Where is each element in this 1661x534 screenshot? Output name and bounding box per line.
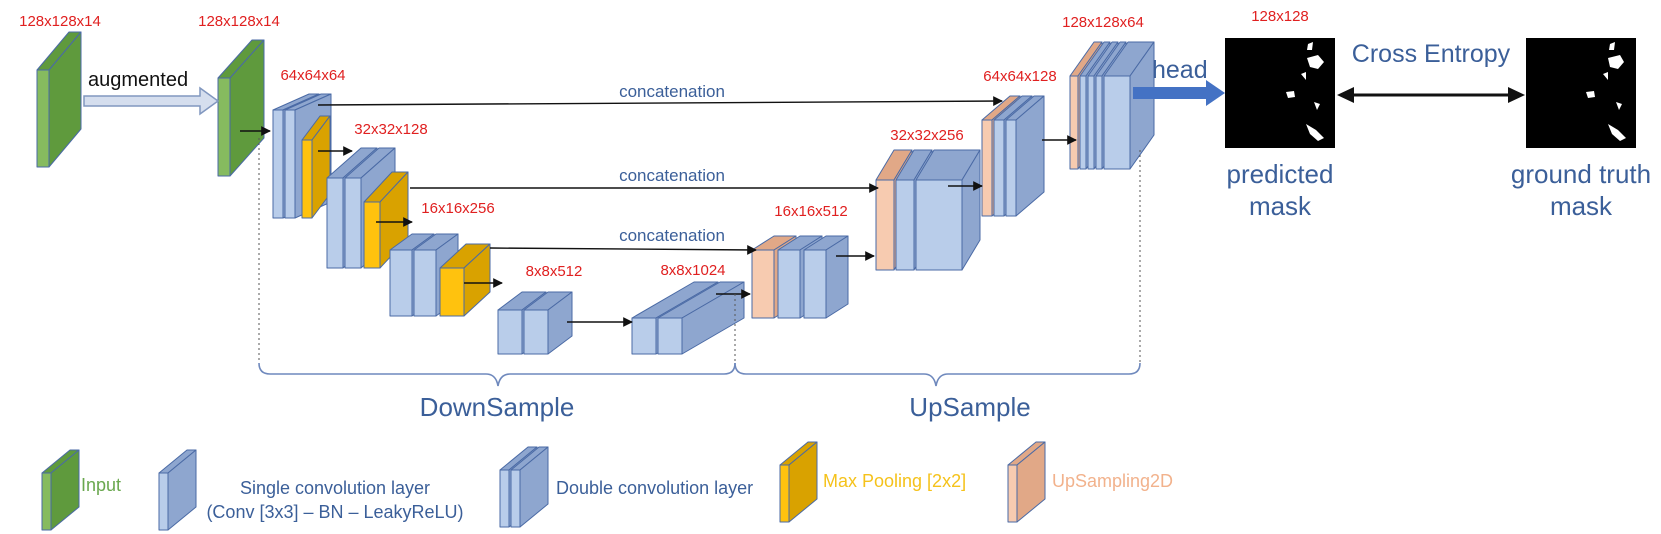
dec4-conv-final [1103, 41, 1155, 170]
dim-8: 8x8x512 [526, 263, 583, 280]
dec1-conv-b [803, 235, 849, 319]
head-label: head [1152, 56, 1208, 84]
flow-arrows [240, 126, 1077, 327]
legend-single-label-2: (Conv [3x3] – BN – LeakyReLU) [206, 502, 463, 522]
ground-truth-label-2: mask [1550, 191, 1613, 221]
skip-connections [317, 96, 1003, 255]
predicted-mask-image [1225, 38, 1335, 148]
legend-blocks [41, 441, 1046, 531]
dim-up16: 16x16x512 [774, 203, 847, 220]
ground-truth-mask-image [1526, 38, 1636, 148]
dec3-conv-b [1005, 95, 1045, 217]
enc4-conv-b [523, 291, 573, 355]
augmented-arrow [83, 86, 220, 116]
dim-input: 128x128x14 [19, 13, 101, 30]
dim-16: 16x16x256 [421, 200, 494, 217]
head-arrow [1133, 80, 1225, 106]
concat-label-1: concatenation [619, 82, 725, 101]
dim-up128: 128x128x64 [1062, 14, 1144, 31]
legend: Input Single convolution layer (Conv [3x… [81, 471, 1173, 522]
dec2-conv-b [915, 149, 981, 271]
enc3-pool [439, 243, 491, 317]
ground-truth-label-1: ground truth [1511, 159, 1651, 189]
legend-upsampling-swatch [1007, 441, 1046, 523]
dotted-guides [258, 138, 1141, 362]
augmented-label: augmented [88, 69, 188, 91]
input-block [36, 31, 82, 168]
dim-32: 32x32x128 [354, 121, 427, 138]
concat-label-2: concatenation [619, 166, 725, 185]
predicted-mask-label-1: predicted [1227, 159, 1334, 189]
legend-input-label: Input [81, 475, 121, 495]
dim-mask: 128x128 [1251, 8, 1309, 25]
upsample-label: UpSample [909, 392, 1030, 422]
bottleneck-conv-b [657, 281, 745, 355]
dimension-labels: 128x128x14 128x128x14 64x64x64 32x32x128… [19, 8, 1309, 280]
braces [258, 362, 1141, 387]
dim-bottleneck: 8x8x1024 [660, 262, 725, 279]
layer-blocks [36, 31, 1155, 355]
legend-input-swatch [41, 449, 80, 531]
dim-up32: 32x32x256 [890, 127, 963, 144]
legend-maxpool-label: Max Pooling [2x2] [823, 471, 966, 491]
legend-single-swatch [158, 449, 197, 531]
legend-single-label-1: Single convolution layer [240, 478, 430, 498]
cross-entropy-arrow [1337, 87, 1525, 103]
predicted-mask-label-2: mask [1249, 191, 1312, 221]
augmented-input-block [217, 39, 265, 177]
dim-augmented: 128x128x14 [198, 13, 280, 30]
concat-label-3: concatenation [619, 226, 725, 245]
legend-upsampling-label: UpSampling2D [1052, 471, 1173, 491]
cross-entropy-label: Cross Entropy [1352, 40, 1511, 68]
legend-maxpool-swatch [779, 441, 818, 523]
downsample-label: DownSample [420, 392, 575, 422]
dim-64: 64x64x64 [280, 67, 345, 84]
legend-double-label: Double convolution layer [556, 478, 753, 498]
legend-double-swatch-b [510, 446, 549, 528]
dim-up64: 64x64x128 [983, 68, 1056, 85]
